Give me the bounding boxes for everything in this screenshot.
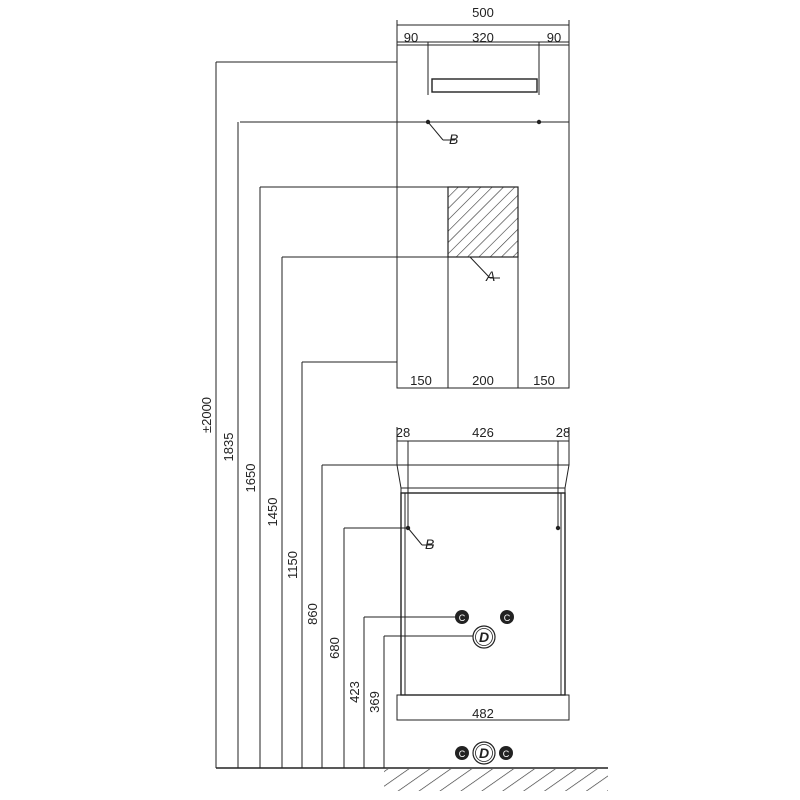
- socket-zone-a: [447, 186, 519, 258]
- height-680: 680: [327, 637, 342, 659]
- svg-text:C: C: [459, 749, 466, 759]
- svg-text:C: C: [503, 749, 510, 759]
- height-1150: 1150: [285, 551, 300, 579]
- floor: [216, 767, 608, 791]
- label-b-cabinet: B: [425, 536, 434, 552]
- svg-text:C: C: [459, 613, 466, 623]
- dim-cab-mid: 426: [472, 425, 494, 440]
- height-1450: 1450: [265, 498, 280, 527]
- height-2000: ±2000: [199, 397, 214, 433]
- dim-slot-width: 320: [472, 30, 494, 45]
- label-a: A: [485, 268, 495, 284]
- mount-point-b: [536, 119, 542, 125]
- dim-tile-right: 150: [533, 373, 555, 388]
- drain-icon: D: [472, 625, 496, 649]
- dim-cab-right: 28: [556, 425, 570, 440]
- height-1835: 1835: [221, 433, 236, 462]
- wall-panel: [240, 20, 570, 389]
- svg-text:D: D: [479, 745, 489, 761]
- dim-cab-left: 28: [396, 425, 410, 440]
- dim-left-offset: 90: [404, 30, 418, 45]
- height-860: 860: [305, 603, 320, 625]
- water-inlet-hot-icon: C: [500, 610, 514, 624]
- height-guides: [215, 61, 474, 768]
- light-slot: [431, 78, 538, 93]
- dim-cab-base: 482: [472, 706, 494, 721]
- height-369: 369: [367, 691, 382, 713]
- label-b-top: B: [449, 131, 458, 147]
- dim-overall-width: 500: [472, 5, 494, 20]
- height-1650: 1650: [243, 464, 258, 493]
- svg-text:D: D: [479, 629, 489, 645]
- dim-right-offset: 90: [547, 30, 561, 45]
- floor-connections: C D C: [455, 741, 513, 765]
- svg-text:C: C: [504, 613, 511, 623]
- water-inlet-cold-icon: C: [455, 610, 469, 624]
- vanity-cabinet: [396, 427, 570, 721]
- dim-tile-mid: 200: [472, 373, 494, 388]
- dim-tile-left: 150: [410, 373, 432, 388]
- height-423: 423: [347, 681, 362, 703]
